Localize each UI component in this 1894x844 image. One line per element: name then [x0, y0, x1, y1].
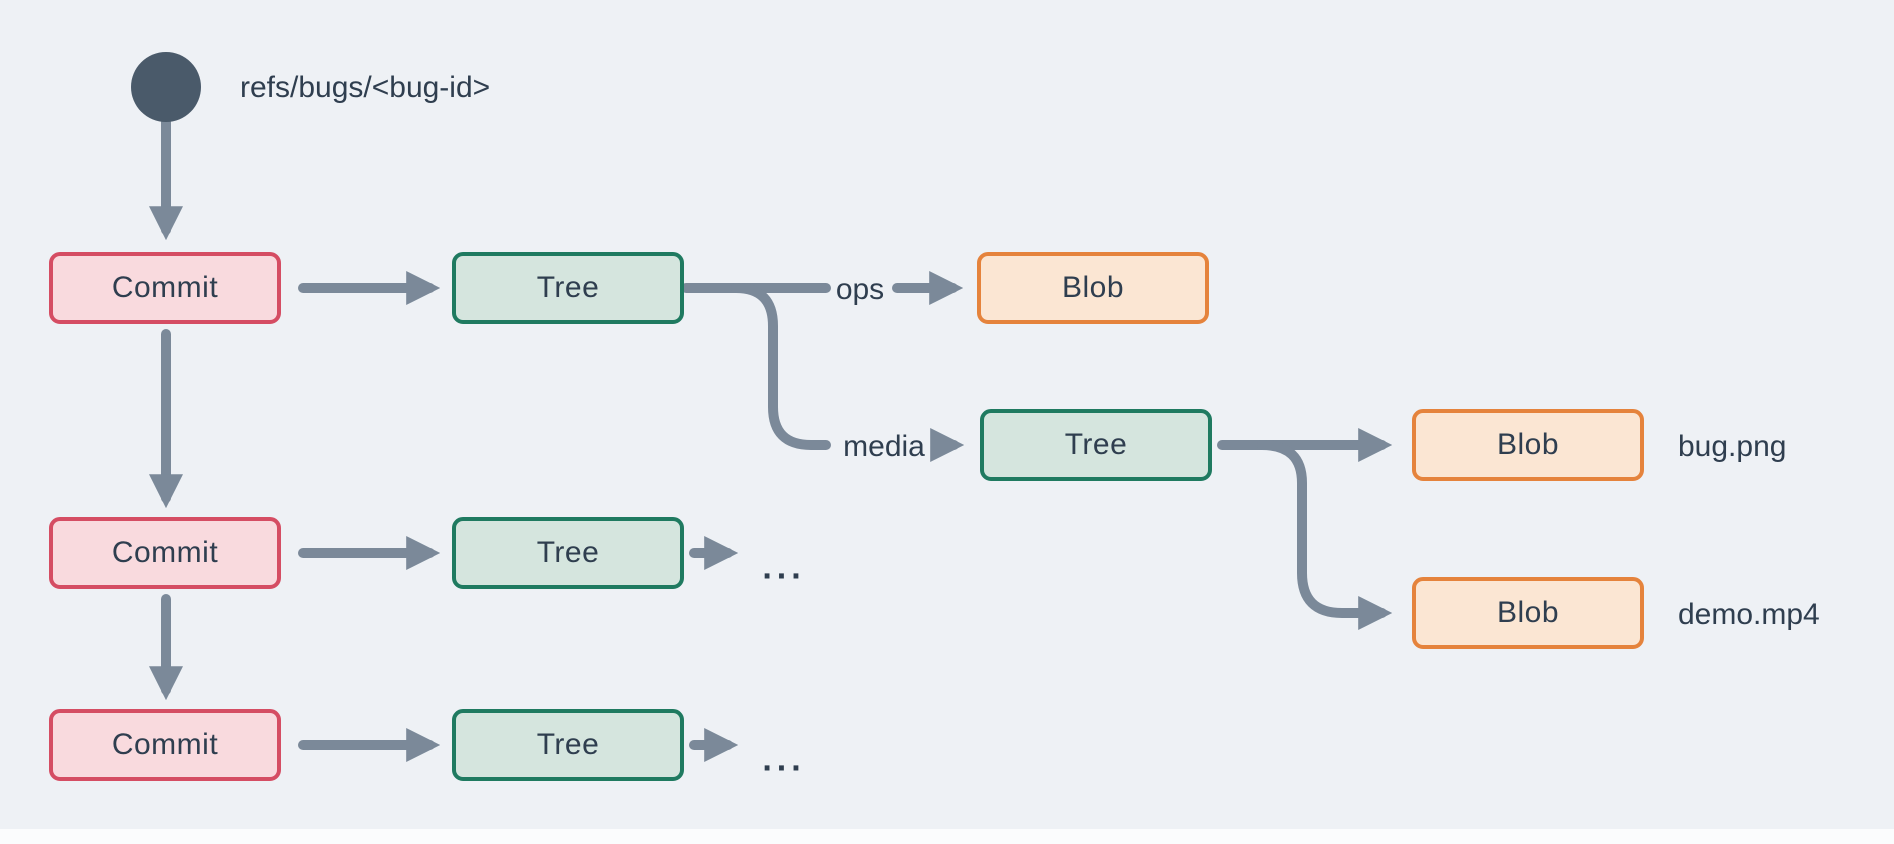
blob-node-bug-label: Blob — [1496, 428, 1560, 461]
commit-node-1: Commit — [49, 252, 281, 324]
commit-node-2: Commit — [49, 517, 281, 589]
blob-node-bug: Blob — [1412, 409, 1644, 481]
ref-label: refs/bugs/<bug-id> — [240, 71, 491, 104]
commit-node-2-label: Commit — [111, 536, 219, 569]
edge-tree1-branch-to-media-label — [731, 283, 831, 450]
tree-node-2: Tree — [452, 517, 684, 589]
commit-node-3-label: Commit — [111, 728, 219, 761]
blob-node-ops: Blob — [977, 252, 1209, 324]
canvas-bottom-edge — [0, 829, 1894, 844]
edge-label-ops: ops — [835, 273, 885, 306]
tree-node-media-label: Tree — [1064, 428, 1128, 461]
commit-node-3: Commit — [49, 709, 281, 781]
tree-node-1-label: Tree — [536, 271, 600, 304]
ellipsis-row-3: ... — [762, 740, 806, 779]
tree-node-3-label: Tree — [536, 728, 600, 761]
blob-node-ops-label: Blob — [1061, 271, 1125, 304]
commit-node-1-label: Commit — [111, 271, 219, 304]
ref-node-circle — [131, 52, 201, 122]
tree-node-1: Tree — [452, 252, 684, 324]
blob-node-demo-label: Blob — [1496, 596, 1560, 629]
edge-label-media: media — [843, 430, 925, 463]
tree-node-3: Tree — [452, 709, 684, 781]
file-label-bug-png: bug.png — [1678, 430, 1787, 463]
tree-node-media: Tree — [980, 409, 1212, 481]
file-label-demo-mp4: demo.mp4 — [1678, 598, 1820, 631]
blob-node-demo: Blob — [1412, 577, 1644, 649]
ellipsis-row-2: ... — [762, 548, 806, 587]
tree-node-2-label: Tree — [536, 536, 600, 569]
edge-treemedia-branch-to-blob-demo — [1257, 440, 1393, 631]
